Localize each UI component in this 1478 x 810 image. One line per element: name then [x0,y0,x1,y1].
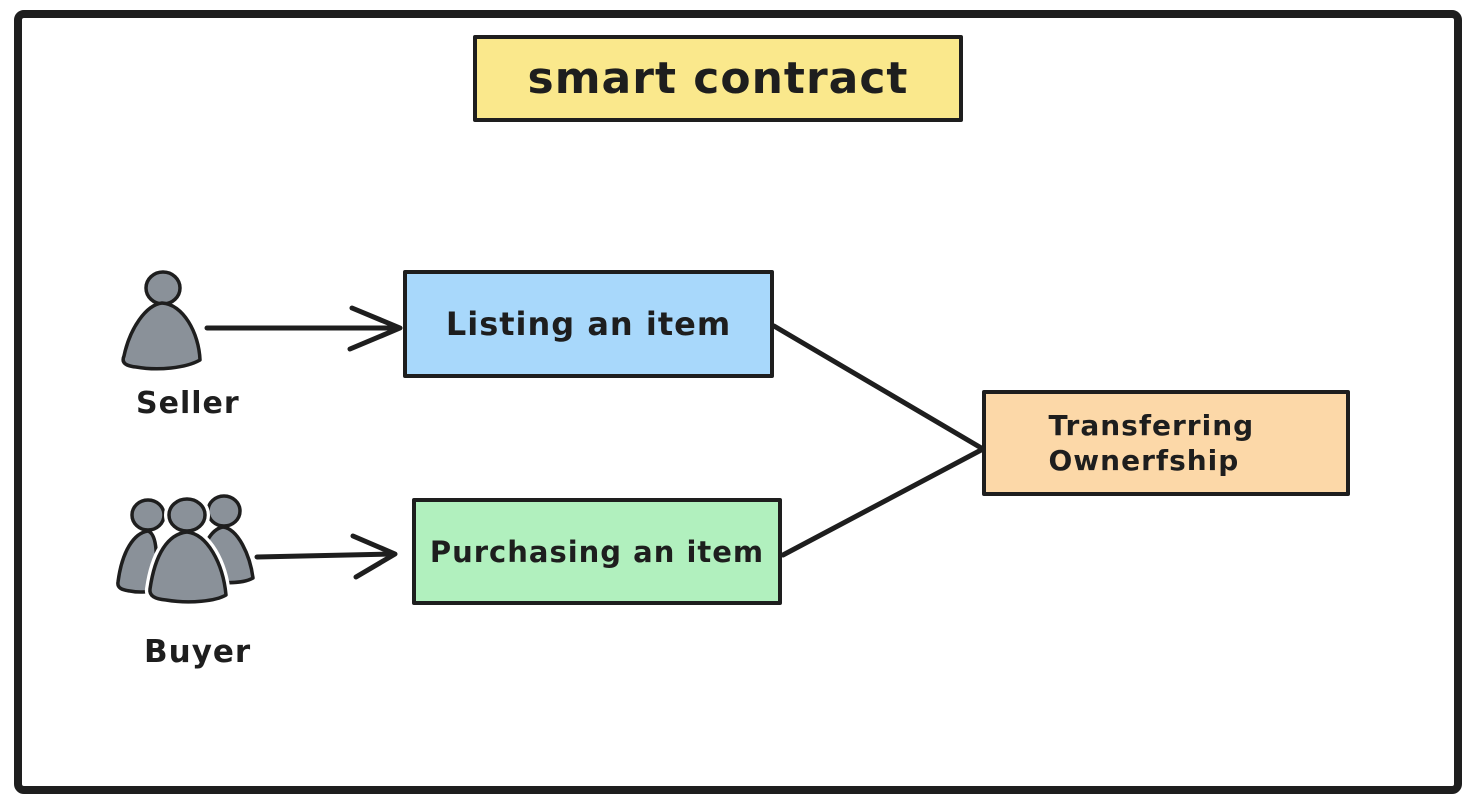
node-purchasing: Purchasing an item [412,498,782,605]
diagram-frame [14,10,1462,794]
node-listing-label: Listing an item [445,305,732,343]
actor-seller-label: Seller [136,386,240,421]
node-listing: Listing an item [403,270,774,378]
actor-buyer-label: Buyer [144,634,252,670]
title-box: smart contract [473,35,963,122]
node-transferring: Transferring Ownerfship [982,390,1350,496]
node-purchasing-label: Purchasing an item [429,534,765,569]
node-transferring-label: Transferring Ownerfship [1048,409,1255,477]
title-label: smart contract [527,53,909,104]
